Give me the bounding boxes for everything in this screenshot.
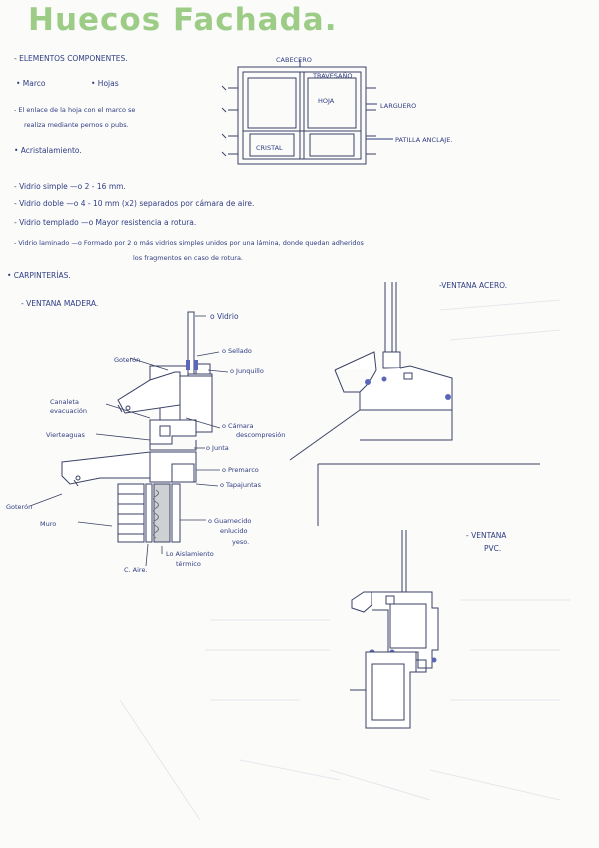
label-aislamiento-2: térmico [176, 560, 201, 568]
label-camara-aire: C. Aire. [124, 566, 148, 574]
label-junquillo: o Junquillo [230, 367, 264, 375]
acristalamiento-bullet: • Acristalamiento. [14, 146, 82, 155]
madera-section [29, 311, 229, 567]
label-aislamiento-1: Lo Aislamiento [166, 550, 214, 558]
vidrio-laminado: - Vidrio laminado —o Formado por 2 o más… [14, 239, 364, 247]
label-larguero: LARGUERO [380, 102, 417, 110]
label-sellado: o Sellado [222, 347, 252, 355]
label-canaleta-2: evacuación [50, 407, 87, 415]
vidrio-doble: - Vidrio doble —o 4 - 10 mm (x2) separad… [14, 199, 255, 208]
acero-section [289, 282, 540, 526]
label-guarnecido-2: enlucido [220, 527, 248, 535]
vidrio-simple: - Vidrio simple —o 2 - 16 mm. [14, 182, 126, 191]
label-vierteaguas: Vierteaguas [46, 431, 85, 439]
label-canaleta-1: Canaleta [50, 398, 79, 406]
marco-bullet: • Marco [16, 79, 46, 88]
label-cristal: CRISTAL [256, 144, 283, 152]
label-guarnecido-3: yeso. [232, 538, 250, 546]
bleed-through [119, 299, 570, 821]
label-muro: Muro [40, 520, 57, 528]
window-elevation-diagram [221, 60, 393, 165]
vidrio-templado: - Vidrio templado —o Mayor resistencia a… [14, 218, 197, 227]
label-junta: o Junta [206, 444, 229, 452]
label-goteron-top: Goterón [114, 356, 141, 364]
label-camara-1: o Cámara [222, 422, 254, 430]
vidrio-laminado-2: los fragmentos en caso de rotura. [133, 254, 243, 262]
label-patilla: PATILLA ANCLAJE. [395, 136, 453, 144]
label-tapajuntas: o Tapajuntas [220, 481, 261, 489]
label-travesano: TRAVESAÑO [313, 72, 353, 80]
label-hoja: HOJA [318, 97, 335, 105]
label-goteron-bottom: Goterón [6, 503, 33, 511]
pvc-heading-2: PVC. [484, 544, 502, 553]
pvc-heading-1: - VENTANA [466, 531, 507, 540]
elementos-heading: - ELEMENTOS COMPONENTES. [14, 54, 128, 63]
enlace-line-1: - El enlace de la hoja con el marco se [14, 106, 136, 114]
acero-heading: -VENTANA ACERO. [439, 281, 508, 290]
pvc-section [350, 530, 439, 729]
page-title: Huecos Fachada. [28, 2, 338, 38]
hojas-bullet: • Hojas [91, 79, 119, 88]
enlace-line-2: realiza mediante pernos o pubs. [24, 121, 129, 129]
label-premarco: o Premarco [222, 466, 259, 474]
label-cabecero: CABECERO [276, 56, 312, 64]
carpinterias-heading: • CARPINTERÍAS. [7, 271, 71, 280]
label-camara-2: descompresión [236, 431, 286, 439]
label-guarnecido-1: o Guarnecido [208, 517, 252, 525]
madera-heading: - VENTANA MADERA. [21, 299, 99, 308]
label-vidrio: o Vidrio [210, 312, 239, 321]
